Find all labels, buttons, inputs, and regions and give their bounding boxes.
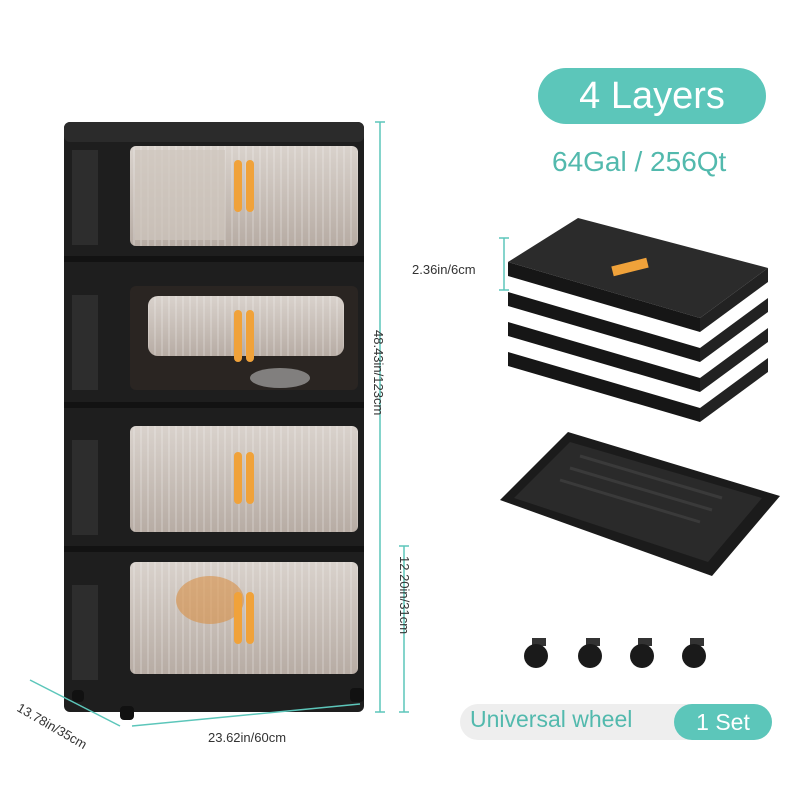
width-label: 23.62in/60cm [208,730,287,745]
cabinet-layer-4 [130,562,358,674]
folded-thickness-label: 2.36in/6cm [412,262,476,277]
wheel-quantity-badge: 1 Set [674,704,772,740]
height-total-label: 48.43in/123cm [371,330,386,416]
cabinet-wheel [72,690,84,702]
height-layer-label: 12.20in/31cm [397,556,412,635]
cabinet-wheel [350,688,364,702]
capacity-label: 64Gal / 256Qt [552,146,727,177]
folded-boxes-stack [508,218,768,422]
storage-cabinet [64,122,364,720]
handle-left [234,160,242,212]
layers-badge: 4 Layers [538,68,766,124]
caster-wheel-icon [578,638,602,668]
caster-wheel-icon [524,638,548,668]
dimension-lines [29,121,509,727]
cabinet-wheel [120,706,134,720]
cabinet-layer-3 [130,426,358,532]
handle-right [246,160,254,212]
cabinet-layer-2 [130,286,358,390]
caster-wheels [524,638,706,668]
caster-wheel-icon [630,638,654,668]
caster-wheel-icon [682,638,706,668]
wheel-label: Universal wheel [470,706,633,732]
cabinet-layer-1 [130,146,358,246]
base-tray [500,432,780,576]
